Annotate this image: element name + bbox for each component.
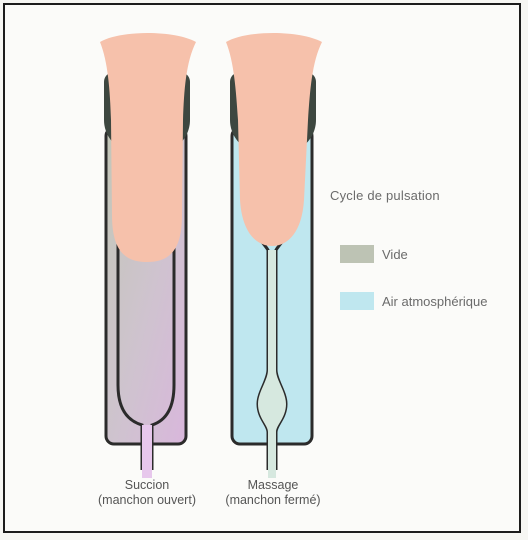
legend-item-vacuum: Vide [340,245,408,263]
caption-suction-title: Succion [82,478,212,493]
caption-suction: Succion (manchon ouvert) [82,478,212,508]
caption-massage-title: Massage [208,478,338,493]
legend-label-air: Air atmosphérique [382,294,488,309]
legend-swatch-vacuum [340,245,374,263]
legend-swatch-air [340,292,374,310]
legend-label-vacuum: Vide [382,247,408,262]
suction-milk-tube [142,425,152,478]
legend-item-air: Air atmosphérique [340,292,488,310]
teatcup-massage [226,33,322,478]
caption-massage-subtitle: (manchon fermé) [208,493,338,508]
caption-suction-subtitle: (manchon ouvert) [82,493,212,508]
caption-massage: Massage (manchon fermé) [208,478,338,508]
legend-title: Cycle de pulsation [330,188,440,203]
teatcup-suction [100,33,196,478]
